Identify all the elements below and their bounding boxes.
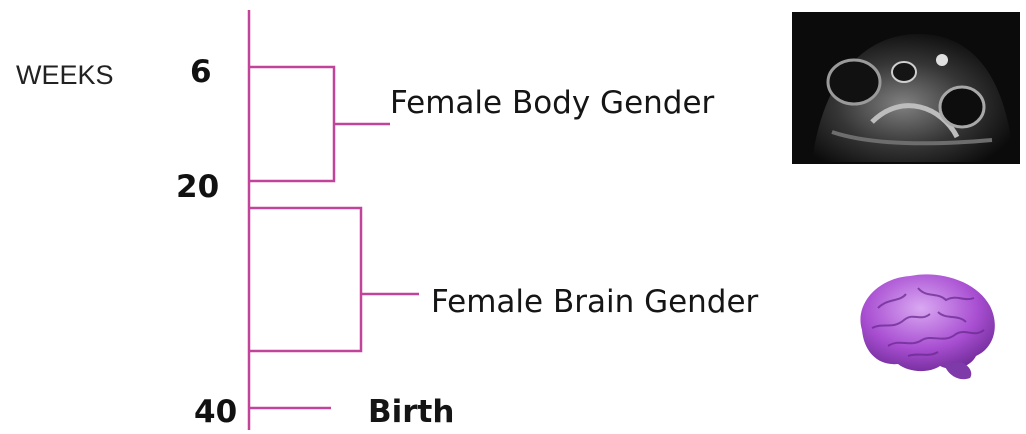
female-brain-gender-label: Female Brain Gender [431, 287, 758, 318]
brain-icon [848, 268, 1000, 386]
ultrasound-image [792, 12, 1020, 164]
body-gender-bracket [249, 67, 334, 181]
female-body-gender-label: Female Body Gender [390, 88, 714, 119]
birth-label: Birth [368, 397, 454, 428]
brain-gender-bracket [249, 208, 361, 351]
